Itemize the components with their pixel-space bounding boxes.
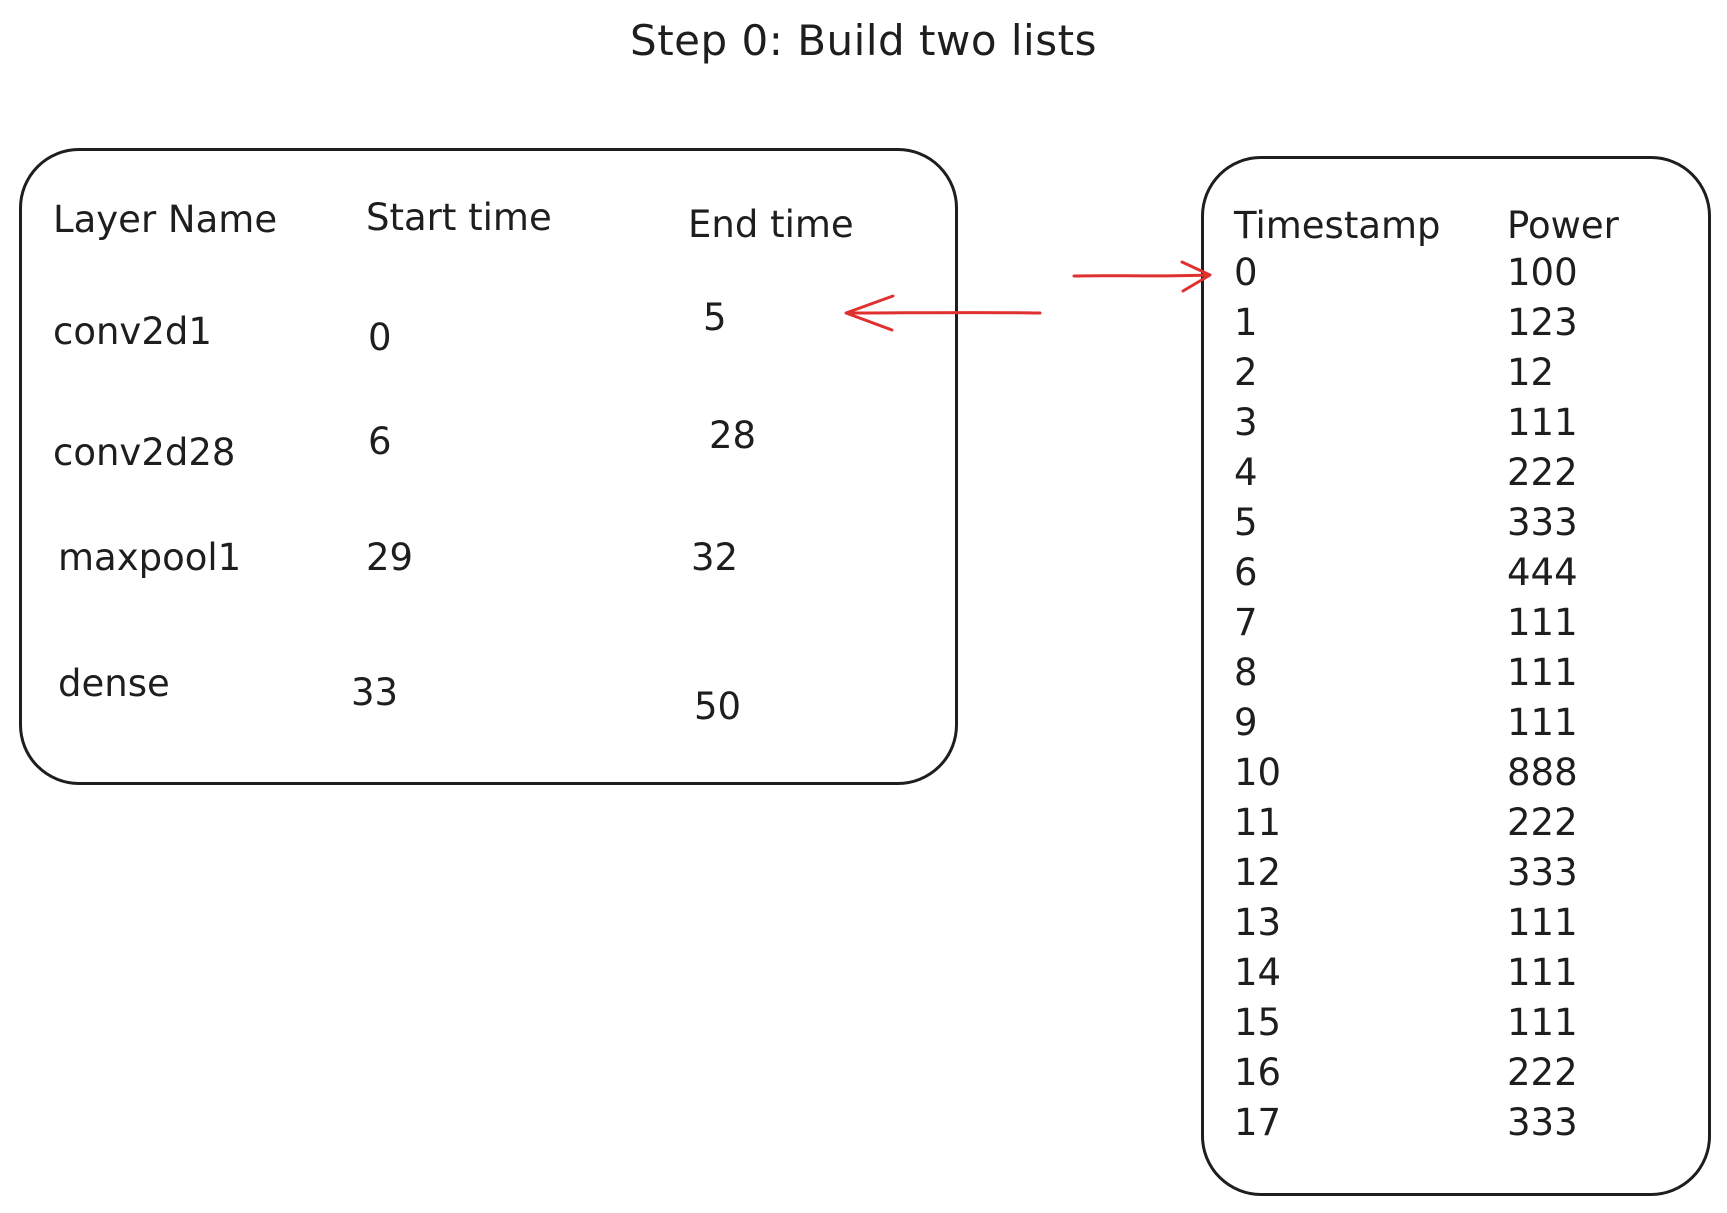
layer-row-4-end: 50 — [694, 685, 742, 728]
timestamp-value: 15 — [1234, 1001, 1282, 1044]
power-value: 222 — [1507, 451, 1578, 494]
layer-row-1-start: 0 — [368, 316, 392, 359]
timestamp-value: 3 — [1234, 401, 1258, 444]
layer-name-header: Layer Name — [53, 198, 278, 241]
power-row: 4 222 — [1204, 454, 1714, 504]
power-row: 17 333 — [1204, 1104, 1714, 1154]
power-value: 111 — [1507, 951, 1578, 994]
layer-row-3-start: 29 — [366, 536, 414, 579]
power-value: 111 — [1507, 651, 1578, 694]
timestamp-value: 2 — [1234, 351, 1258, 394]
timestamp-value: 12 — [1234, 851, 1282, 894]
power-row: 14 111 — [1204, 954, 1714, 1004]
power-row: 1 123 — [1204, 304, 1714, 354]
layer-row-1-end: 5 — [703, 296, 727, 339]
timestamp-value: 0 — [1234, 251, 1258, 294]
power-value: 111 — [1507, 401, 1578, 444]
power-value: 222 — [1507, 1051, 1578, 1094]
power-value: 111 — [1507, 901, 1578, 944]
power-value: 111 — [1507, 701, 1578, 744]
timestamp-value: 10 — [1234, 751, 1282, 794]
layer-row-2-name: conv2d28 — [53, 431, 236, 474]
timestamp-value: 14 — [1234, 951, 1282, 994]
timestamp-value: 9 — [1234, 701, 1258, 744]
power-value: 123 — [1507, 301, 1578, 344]
power-row: 0 100 — [1204, 254, 1714, 304]
layer-row-4-name: dense — [58, 662, 170, 705]
timestamp-value: 4 — [1234, 451, 1258, 494]
power-row: 13 111 — [1204, 904, 1714, 954]
layer-row-3-end: 32 — [691, 536, 739, 579]
power-value: 111 — [1507, 1001, 1578, 1044]
power-value: 222 — [1507, 801, 1578, 844]
timestamp-value: 1 — [1234, 301, 1258, 344]
end-time-header: End time — [688, 203, 854, 246]
power-value: 333 — [1507, 851, 1578, 894]
layer-row-3-name: maxpool1 — [58, 536, 242, 579]
power-row: 10 888 — [1204, 754, 1714, 804]
layer-row-2-start: 6 — [368, 420, 392, 463]
power-row: 3 111 — [1204, 404, 1714, 454]
power-row: 2 12 — [1204, 354, 1714, 404]
power-row: 9 111 — [1204, 704, 1714, 754]
power-value: 333 — [1507, 501, 1578, 544]
power-row: 8 111 — [1204, 654, 1714, 704]
layer-row-4-start: 33 — [351, 671, 399, 714]
power-row: 15 111 — [1204, 1004, 1714, 1054]
power-value: 333 — [1507, 1101, 1578, 1144]
arrow-to-layer-list — [844, 294, 1042, 332]
layer-list-box: Layer Name Start time End time conv2d1 0… — [19, 148, 958, 785]
power-value: 100 — [1507, 251, 1578, 294]
timestamp-value: 11 — [1234, 801, 1282, 844]
diagram-title: Step 0: Build two lists — [630, 16, 1097, 65]
power-row: 16 222 — [1204, 1054, 1714, 1104]
timestamp-value: 6 — [1234, 551, 1258, 594]
power-row: 11 222 — [1204, 804, 1714, 854]
arrow-to-power-list — [1072, 260, 1212, 293]
start-time-header: Start time — [366, 196, 552, 239]
timestamp-value: 7 — [1234, 601, 1258, 644]
power-row: 5 333 — [1204, 504, 1714, 554]
power-header: Power — [1507, 204, 1619, 247]
timestamp-value: 13 — [1234, 901, 1282, 944]
power-value: 444 — [1507, 551, 1578, 594]
timestamp-value: 16 — [1234, 1051, 1282, 1094]
layer-row-1-name: conv2d1 — [53, 310, 212, 353]
power-row: 6 444 — [1204, 554, 1714, 604]
power-value: 12 — [1507, 351, 1555, 394]
power-row: 7 111 — [1204, 604, 1714, 654]
timestamp-value: 5 — [1234, 501, 1258, 544]
power-value: 888 — [1507, 751, 1578, 794]
layer-row-2-end: 28 — [709, 414, 757, 457]
timestamp-value: 17 — [1234, 1101, 1282, 1144]
timestamp-value: 8 — [1234, 651, 1258, 694]
power-value: 111 — [1507, 601, 1578, 644]
timestamp-header: Timestamp — [1234, 204, 1441, 247]
power-row: 12 333 — [1204, 854, 1714, 904]
